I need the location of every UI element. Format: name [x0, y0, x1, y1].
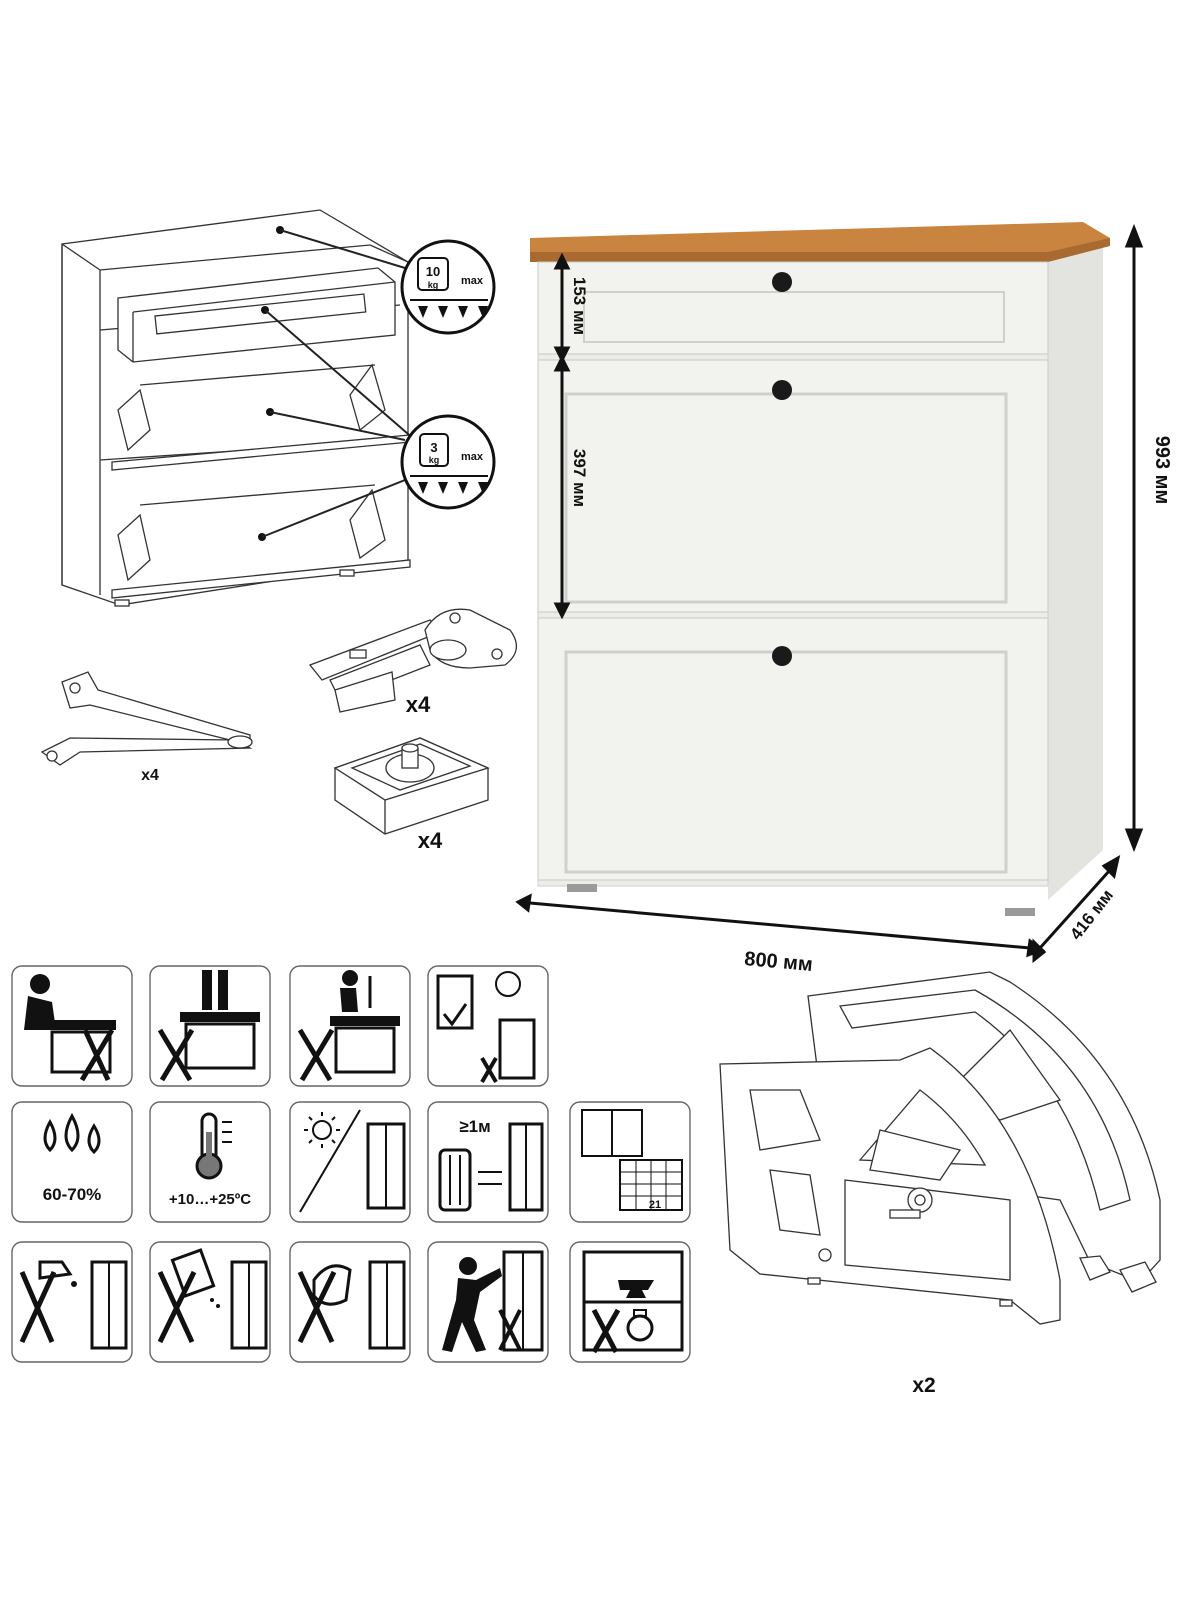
calendar-day: 21: [649, 1199, 661, 1211]
no-standing-on-cabinet-icon: [149, 965, 271, 1087]
stay-arm-illustration: [40, 671, 253, 766]
line-drawing-cabinet: [61, 209, 411, 607]
foot-quantity: x4: [418, 828, 443, 853]
humidity-range: 60-70%: [43, 1185, 102, 1204]
temperature-icon: +10…+25ºC: [149, 1101, 271, 1223]
dim-drawer-height: 153 мм: [570, 277, 589, 335]
no-heavy-objects-icon: [569, 1241, 691, 1363]
load-shelf-weight: 3: [430, 440, 437, 455]
load-badge-top: 10 kg max: [400, 239, 496, 335]
knob-icon: [772, 272, 792, 292]
dimension-lines: [515, 223, 1144, 964]
load-top-weight: 10: [426, 264, 440, 279]
stay-quantity: x4: [141, 767, 159, 784]
no-climbing-icon: [289, 965, 411, 1087]
hinge-illustration: [308, 608, 517, 713]
distance-from-heater-icon: ≥1м: [427, 1101, 549, 1223]
no-sitting-on-cabinet-icon: [11, 965, 133, 1087]
no-powder-cleaners-icon: [149, 1241, 271, 1363]
no-liquids-icon: [11, 1241, 133, 1363]
load-shelf-max: max: [461, 451, 484, 463]
temperature-range: +10…+25ºC: [169, 1191, 251, 1208]
load-arrows-icon: [418, 482, 488, 494]
care-icon-grid: 60-70% +10…+25ºC: [11, 965, 691, 1363]
hinge-quantity: x4: [406, 692, 431, 717]
flap-mechanism-illustration: [719, 971, 1161, 1325]
humidity-icon: 60-70%: [11, 1101, 133, 1223]
no-abrasive-sponge-icon: [289, 1241, 411, 1363]
load-top-unit: kg: [428, 280, 439, 290]
cabinet-render: [530, 222, 1110, 916]
dim-door-height: 397 мм: [570, 449, 589, 507]
load-callout-lines: [258, 226, 416, 541]
dim-depth: 416 мм: [1066, 886, 1117, 944]
load-badge-shelf: 3 kg max: [400, 414, 496, 510]
dim-total-height: 993 мм: [1151, 436, 1173, 505]
acclimatization-calendar-icon: 21: [569, 1101, 691, 1223]
knob-icon: [772, 380, 792, 400]
no-direct-sunlight-icon: [289, 1101, 411, 1223]
no-pushing-cabinet-icon: [427, 1241, 549, 1363]
load-arrows-icon: [418, 306, 488, 318]
wall-mount-icon: [427, 965, 549, 1087]
foot-illustration: [333, 737, 490, 835]
load-shelf-unit: kg: [429, 455, 440, 465]
knob-icon: [772, 646, 792, 666]
heater-distance: ≥1м: [459, 1117, 490, 1136]
dim-width: 800 мм: [743, 948, 813, 976]
mechanism-quantity: x2: [912, 1374, 935, 1397]
load-top-max: max: [461, 275, 484, 287]
